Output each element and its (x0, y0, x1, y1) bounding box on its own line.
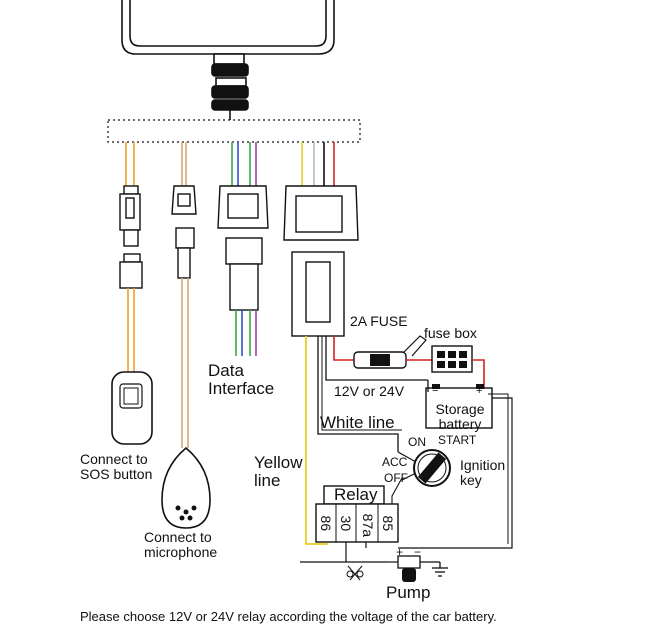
white-line-label: White line (320, 413, 395, 432)
relay-pin-86: 86 (318, 515, 335, 532)
sos-label: Connect to SOS button (80, 452, 152, 481)
mic-connector (171, 185, 197, 279)
microphone-label: Connect to microphone (144, 530, 217, 559)
yellow-line-label: Yellow line (254, 454, 303, 490)
ignition-key-label: Ignition key (460, 458, 505, 487)
battery-plus-label: + (476, 385, 483, 397)
white-wire (317, 336, 399, 452)
fuse-label: 2A FUSE (350, 313, 408, 329)
ignition-start-label: START (438, 433, 477, 447)
battery-minus-label: − (432, 385, 439, 397)
fuse-box-label: fuse box (424, 325, 477, 341)
pump-icon (388, 555, 440, 582)
relay-icon (315, 485, 399, 543)
data-interface-label-line2: Interface (208, 378, 275, 398)
storage-battery-label: Storage battery (432, 402, 488, 431)
ignition-key-icon (413, 449, 451, 487)
sos-label-line2: SOS button (80, 465, 153, 482)
fuse-box-icon (431, 345, 473, 373)
relay-pin-85: 85 (380, 515, 397, 532)
pump-minus-label: − (414, 545, 422, 559)
relay-pin-87a: 87a (360, 513, 377, 538)
pump-label: Pump (386, 583, 431, 602)
microphone-label-line2: microphone (144, 543, 218, 560)
ignition-acc-label: ACC (382, 455, 408, 469)
data-interface-label: Data Interface (208, 362, 274, 398)
pump-plus-label: + (396, 545, 404, 559)
red-wire (333, 336, 354, 361)
ignition-key-label-line2: key (460, 471, 482, 488)
sos-connector (119, 185, 143, 289)
sos-label-line1: Connect to (80, 451, 148, 467)
footer-note: Please choose 12V or 24V relay according… (80, 609, 497, 624)
ground-wire (325, 336, 428, 381)
fuse-icon (353, 335, 427, 369)
ignition-key-label-line1: Ignition (460, 457, 506, 473)
wire-harness (107, 119, 361, 143)
relay-pin-30: 30 (338, 515, 355, 532)
yellow-wire (305, 336, 328, 545)
yellow-line-label-line1: Yellow (254, 453, 303, 472)
ignition-on-label: ON (408, 435, 426, 449)
storage-battery-label-line2: battery (438, 415, 482, 432)
relay-label: Relay (334, 485, 378, 504)
ground-icon (432, 562, 448, 577)
cut-wire-icon (346, 565, 364, 581)
storage-battery-label-line1: Storage (435, 401, 485, 417)
power-connector (283, 185, 359, 337)
microphone-icon (161, 446, 211, 529)
storage-battery-icon (425, 384, 493, 429)
data-interface-connector (217, 185, 269, 311)
voltage-label: 12V or 24V (334, 383, 405, 399)
sos-button-icon (111, 371, 153, 445)
ignition-off-label: OFF (384, 471, 408, 485)
data-interface-label-line1: Data (208, 361, 244, 380)
yellow-line-label-line2: line (254, 470, 281, 490)
microphone-label-line1: Connect to (144, 529, 212, 545)
cable-boot (213, 53, 245, 65)
